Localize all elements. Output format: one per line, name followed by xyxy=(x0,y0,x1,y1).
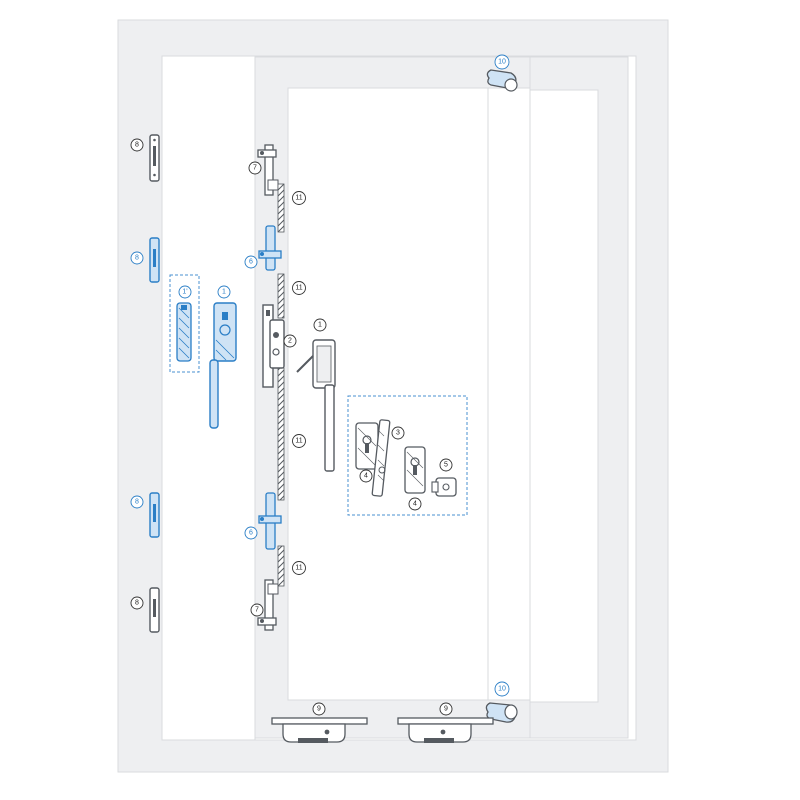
locking-keep-6b xyxy=(258,492,282,550)
callout-5: 5 xyxy=(439,458,453,472)
bottom-hinge-9b xyxy=(397,717,494,743)
svg-text:9: 9 xyxy=(317,706,321,713)
callout-8b: 8 xyxy=(130,251,144,265)
svg-text:2: 2 xyxy=(288,338,292,345)
callout-8c: 8 xyxy=(130,495,144,509)
svg-text:8: 8 xyxy=(135,499,139,506)
callout-11c: 11 xyxy=(292,434,306,448)
connecting-rod-11c xyxy=(277,367,285,501)
svg-text:8: 8 xyxy=(135,142,139,149)
callout-9b: 9 xyxy=(439,702,453,716)
strike-plate-8c xyxy=(149,492,160,538)
callout-2: 2 xyxy=(283,334,297,348)
callout-4b: 4 xyxy=(408,497,422,511)
strike-plate-8a xyxy=(149,134,160,182)
svg-text:11: 11 xyxy=(295,565,302,572)
svg-text:6: 6 xyxy=(249,259,253,266)
callout-11a: 11 xyxy=(292,191,306,205)
callout-6a: 6 xyxy=(244,255,258,269)
svg-text:9: 9 xyxy=(444,706,448,713)
svg-text:11: 11 xyxy=(295,285,302,292)
callout-6b: 6 xyxy=(244,526,258,540)
handle-main xyxy=(296,339,336,472)
svg-text:7: 7 xyxy=(253,165,257,172)
svg-text:1: 1 xyxy=(222,289,226,296)
svg-text:5: 5 xyxy=(444,462,448,469)
gearbox-2 xyxy=(262,304,285,388)
callout-8a: 8 xyxy=(130,138,144,152)
cylinder-set-group xyxy=(347,395,468,516)
hinge-cap-10a xyxy=(486,69,518,92)
handle-blue-variant xyxy=(209,302,237,429)
svg-text:7: 7 xyxy=(255,607,259,614)
connecting-rod-11d xyxy=(277,545,285,587)
callout-7b: 7 xyxy=(250,603,264,617)
callout-1b: 1 xyxy=(313,318,327,332)
strike-plate-8d xyxy=(149,587,160,633)
callout-1a: 1 xyxy=(217,285,231,299)
callout-7a: 7 xyxy=(248,161,262,175)
connecting-rod-11a xyxy=(277,183,285,233)
strike-plate-8b xyxy=(149,237,160,283)
callout-4a: 4 xyxy=(359,469,373,483)
callout-9a: 9 xyxy=(312,702,326,716)
svg-text:8: 8 xyxy=(135,600,139,607)
callout-11d: 11 xyxy=(292,561,306,575)
callout-8d: 8 xyxy=(130,596,144,610)
svg-text:11: 11 xyxy=(295,195,302,202)
svg-text:4: 4 xyxy=(413,501,417,508)
svg-text:4: 4 xyxy=(364,473,368,480)
keep-7b xyxy=(257,579,279,631)
svg-text:10: 10 xyxy=(498,59,506,66)
svg-text:3: 3 xyxy=(396,430,400,437)
svg-text:8: 8 xyxy=(135,255,139,262)
locking-keep-6a xyxy=(258,225,282,271)
svg-text:1: 1 xyxy=(318,322,322,329)
callout-10a: 10 xyxy=(494,54,510,70)
callout-10b: 10 xyxy=(494,681,510,697)
callout-1prime: 1' xyxy=(178,285,192,299)
svg-text:10: 10 xyxy=(498,686,506,693)
svg-text:1': 1' xyxy=(182,289,187,296)
callout-3: 3 xyxy=(391,426,405,440)
keep-7a xyxy=(257,144,279,196)
alternate-handle-insert-group xyxy=(169,274,200,373)
bottom-hinge-9a xyxy=(271,717,368,743)
connecting-rod-11b xyxy=(277,273,285,319)
callout-11b: 11 xyxy=(292,281,306,295)
svg-text:6: 6 xyxy=(249,530,253,537)
hinge-cap-10b xyxy=(485,702,518,723)
sash-frame xyxy=(254,56,629,739)
svg-text:11: 11 xyxy=(295,438,302,445)
